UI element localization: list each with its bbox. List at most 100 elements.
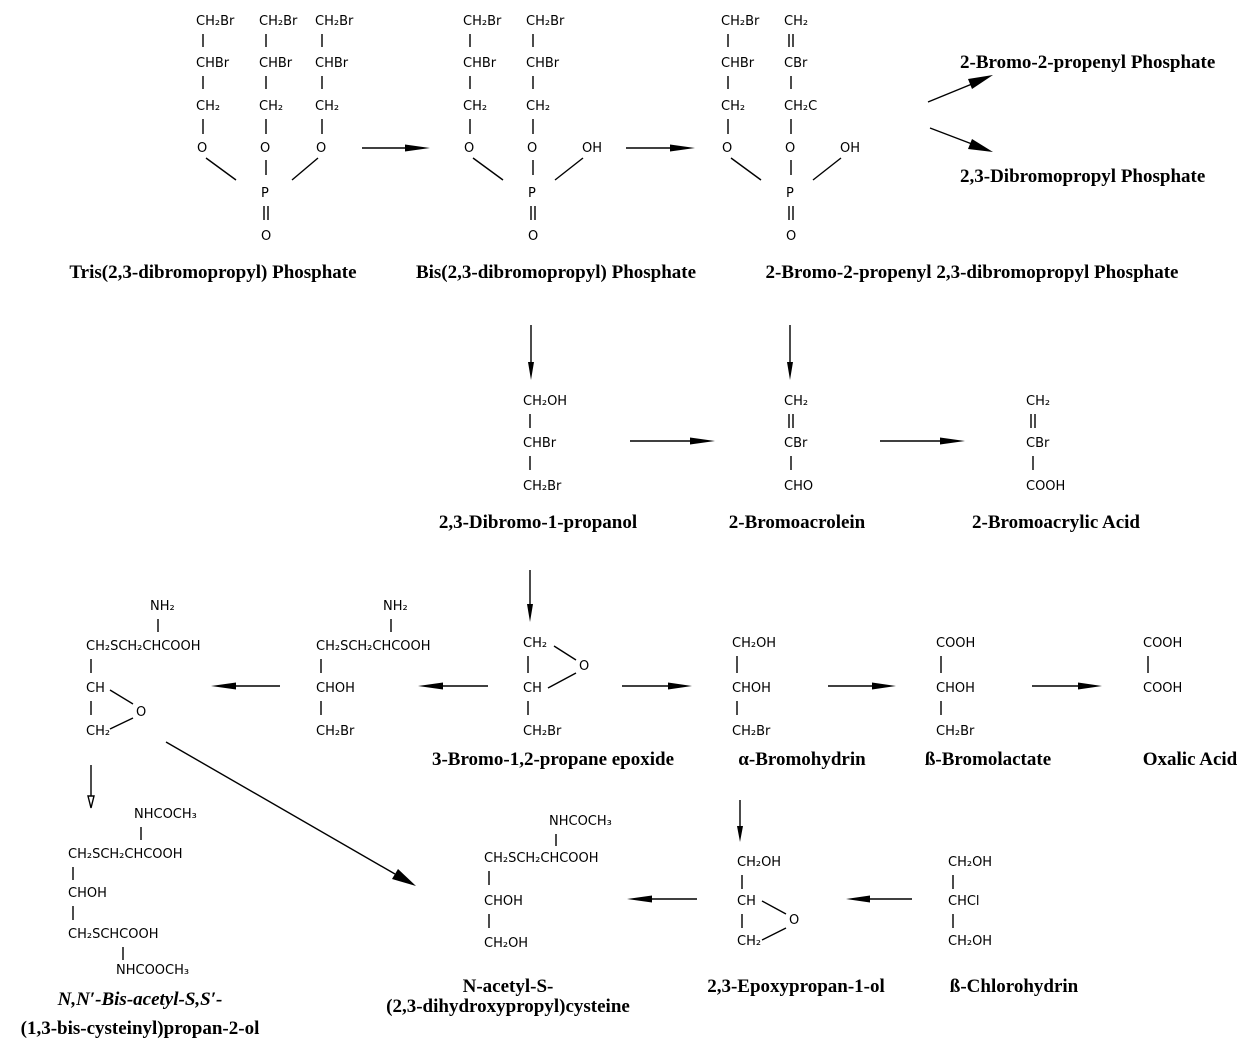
atom-p: P [528, 186, 536, 201]
atom-chbr: CHBr [196, 56, 230, 71]
atom-ch2: CH₂ [526, 99, 550, 114]
label-dbp: 2,3-Dibromopropyl Phosphate [960, 166, 1205, 187]
atom-oh: OH [582, 141, 602, 156]
bromolactate-structure: COOH CHOH CH₂Br [936, 636, 975, 739]
atom-ch2oh: CH₂OH [732, 636, 776, 651]
atom-ch2: CH₂ [463, 99, 487, 114]
atom-nhcooch3: NHCOOCH₃ [116, 963, 189, 978]
atom-nhcoch3: NHCOCH₃ [134, 807, 197, 822]
atom-ch2oh: CH₂OH [523, 394, 567, 409]
arrow-right [622, 682, 692, 690]
atom-o: O [136, 705, 146, 720]
atom-ch2oh: CH₂OH [948, 855, 992, 870]
atom-cooh: COOH [1143, 636, 1182, 651]
reaction-arrows [87, 75, 1102, 903]
atom-ch2oh: CH₂OH [484, 936, 528, 951]
dibromopropanol-structure: CH₂OH CHBr CH₂Br [523, 394, 567, 494]
bis-acetyl-structure: NHCOCH₃ CH₂SCH₂CHCOOH CHOH CH₂SCHCOOH NH… [68, 807, 197, 978]
atom-cys-chain: CH₂SCH₂CHCOOH [484, 851, 599, 866]
atom-choh: CHOH [732, 681, 771, 696]
atom-ch2: CH₂ [784, 394, 808, 409]
atom-o: O [528, 229, 538, 244]
arrow-down-right [929, 127, 993, 152]
arrow-right [626, 144, 695, 152]
atom-ch2oh: CH₂OH [737, 855, 781, 870]
atom-ch2: CH₂ [259, 99, 283, 114]
label-bromo-epoxide: 3-Bromo-1,2-propane epoxide [432, 749, 674, 770]
atom-ch2: CH₂ [1026, 394, 1050, 409]
atom-ch2br: CH₂Br [316, 724, 355, 739]
atom-o: O [197, 141, 207, 156]
arrow-down [528, 325, 534, 380]
bromo-epoxide-structure: CH₂ O CH CH₂Br [523, 636, 589, 739]
atom-ch: CH [86, 681, 105, 696]
arrow-down [787, 325, 793, 380]
atom-o: O [527, 141, 537, 156]
atom-cooh: COOH [936, 636, 975, 651]
arrow-left [211, 682, 280, 690]
atom-ch2: CH₂ [86, 724, 110, 739]
atom-ch2br: CH₂Br [196, 14, 235, 29]
arrow-right [828, 682, 896, 690]
atom-ch2oh: CH₂OH [948, 934, 992, 949]
arrow-right [362, 144, 430, 152]
atom-cys-chain: CH₂SCH₂CHCOOH [68, 847, 183, 862]
atom-cbr: CBr [784, 56, 808, 71]
label-bromohydrin: α-Bromohydrin [738, 749, 866, 770]
chlorohydrin-structure: CH₂OH CHCl CH₂OH [948, 855, 992, 949]
arrow-left [627, 895, 697, 903]
atom-chbr: CHBr [315, 56, 349, 71]
arrow-up-right [927, 75, 993, 103]
label-bis-phosphate: Bis(2,3-dibromopropyl) Phosphate [416, 262, 696, 283]
epoxypropanol-structure: CH₂OH CH O CH₂ [737, 855, 799, 949]
label-chlorohydrin: ß-Chlorohydrin [950, 976, 1079, 997]
atom-ch2: CH₂ [737, 934, 761, 949]
atom-cbr: CBr [1026, 436, 1050, 451]
arrow-diagonal [165, 741, 416, 886]
atom-chcl: CHCl [948, 894, 980, 909]
atom-choh: CHOH [936, 681, 975, 696]
atom-nh2: NH₂ [383, 599, 408, 614]
atom-cho: CHO [784, 479, 813, 494]
label-bis-acetyl-line2: (1,3-bis-cysteinyl)propan-2-ol [21, 1018, 260, 1039]
arrow-down [527, 570, 533, 622]
atom-choh: CHOH [484, 894, 523, 909]
atom-ch2: CH₂ [196, 99, 220, 114]
arrow-left [846, 895, 912, 903]
atom-ch2: CH₂ [721, 99, 745, 114]
label-tris-phosphate: Tris(2,3-dibromopropyl) Phosphate [69, 262, 356, 283]
label-bromolactate: ß-Bromolactate [925, 749, 1051, 770]
label-oxalic-acid: Oxalic Acid [1143, 749, 1238, 770]
atom-chbr: CHBr [259, 56, 293, 71]
label-bromoacrolein: 2-Bromoacrolein [729, 512, 866, 533]
arrow-down [737, 800, 743, 842]
atom-chbr: CHBr [463, 56, 497, 71]
atom-ch: CH [523, 681, 542, 696]
label-bromopropenyl-phosphate: 2-Bromo-2-propenyl Phosphate [960, 52, 1215, 73]
atom-o: O [789, 913, 799, 928]
atom-cys-chain: CH₂SCH₂CHCOOH [316, 639, 431, 654]
arrow-right [880, 437, 965, 445]
tris-phosphate-structure: CH₂Br CH₂Br CH₂Br CHBr CHBr CHBr CH₂ CH₂… [196, 14, 354, 244]
atom-ch: CH [737, 894, 756, 909]
atom-chbr: CHBr [526, 56, 560, 71]
atom-ch2: CH₂ [784, 14, 808, 29]
bromoacrylic-structure: CH₂ CBr COOH [1026, 394, 1065, 494]
atom-ch2br: CH₂Br [523, 724, 562, 739]
atom-o: O [722, 141, 732, 156]
atom-ch2c: CH₂C [784, 99, 817, 114]
label-bis-acetyl-line1: N,N′-Bis-acetyl-S,S′- [57, 989, 223, 1010]
atom-chbr: CHBr [523, 436, 557, 451]
atom-ch2br: CH₂Br [463, 14, 502, 29]
bromopropenyl-dbp-structure: CH₂Br CH₂ CHBr CBr CH₂ CH₂C O O OH P O [721, 14, 860, 244]
bromohydrin-structure: CH₂OH CHOH CH₂Br [732, 636, 776, 739]
atom-o: O [261, 229, 271, 244]
atom-ch2: CH₂ [315, 99, 339, 114]
atom-choh: CHOH [316, 681, 355, 696]
atom-ch2br: CH₂Br [315, 14, 354, 29]
oxalic-acid-structure: COOH COOH [1143, 636, 1182, 696]
atom-o: O [260, 141, 270, 156]
atom-choh: CHOH [68, 886, 107, 901]
atom-nh2: NH₂ [150, 599, 175, 614]
